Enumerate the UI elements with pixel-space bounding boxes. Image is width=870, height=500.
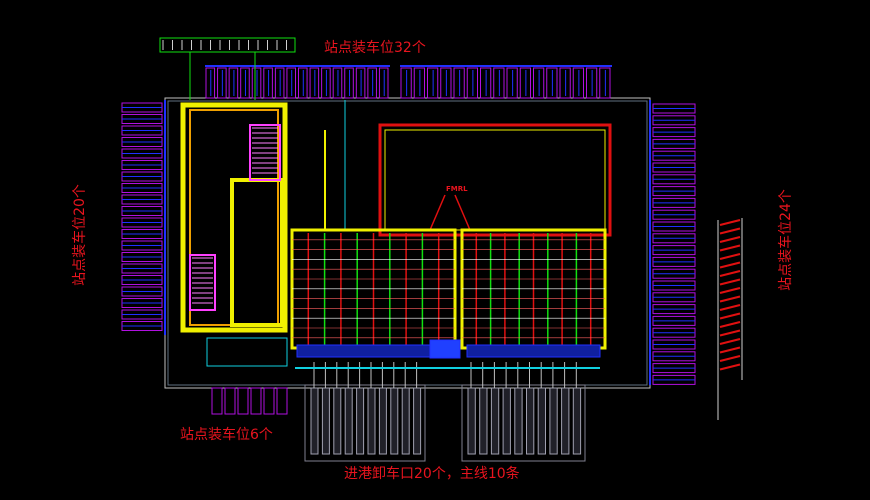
top-station-slot: [572, 67, 584, 99]
bottom-station-slot: [276, 387, 288, 415]
top-station-slot: [263, 67, 273, 99]
label-center-tag: FMRL: [446, 185, 468, 193]
left-sorter-sub-loop: [230, 178, 284, 327]
label-right-stations: 站点装车位24个: [777, 189, 794, 291]
bottom-station-slot: [224, 387, 236, 415]
unload-dock: [413, 387, 422, 455]
bottom-station-slot: [237, 387, 249, 415]
top-station-slot: [286, 67, 296, 99]
right-diagonal-station: [719, 219, 741, 226]
top-station-slot: [298, 67, 308, 99]
unload-dock: [378, 387, 387, 455]
bottom-station-slot: [211, 387, 223, 415]
grid-base: [466, 344, 601, 358]
top-station-slot: [400, 67, 412, 99]
top-station-slot: [251, 67, 262, 99]
unload-dock-block: [461, 384, 586, 462]
top-station-slot: [367, 67, 377, 99]
sorter-module-bottom: [189, 254, 216, 311]
unload-dock: [572, 387, 582, 455]
unload-dock-block: [304, 384, 426, 462]
top-station-slot: [453, 67, 465, 99]
top-station-slot: [519, 67, 531, 99]
label-unload-docks: 进港卸车口20个，主线10条: [344, 466, 520, 482]
unload-dock: [537, 387, 547, 455]
unload-dock: [467, 387, 476, 455]
unload-dock: [502, 387, 511, 455]
top-station-slot: [586, 67, 598, 99]
unload-dock: [479, 387, 488, 455]
top-station-slot: [413, 67, 425, 99]
top-station-slot: [466, 67, 478, 99]
top-station-slot: [440, 67, 452, 99]
main-red-loop: [378, 123, 612, 237]
label-bottom-left-stations: 站点装车位6个: [180, 427, 273, 443]
unload-dock: [514, 387, 523, 455]
right-diagonal-station: [719, 346, 741, 354]
right-diagonal-station: [719, 295, 741, 303]
top-station-slot: [378, 67, 389, 99]
right-diagonal-station: [719, 321, 741, 328]
main-yellow-loop: [384, 129, 606, 231]
top-station-slot: [546, 67, 558, 99]
sorter-module-top: [249, 124, 281, 181]
top-station-slot: [205, 67, 216, 99]
right-diagonal-station: [719, 227, 741, 235]
right-diagonal-station: [719, 338, 741, 345]
unload-dock: [367, 387, 376, 455]
right-diagonal-station: [719, 270, 741, 277]
top-station-slot: [240, 67, 250, 99]
top-station-slot: [599, 67, 611, 99]
unload-dock: [310, 387, 319, 455]
top-station-slot: [321, 67, 331, 99]
top-station-slot: [506, 67, 518, 99]
right-diagonal-station: [719, 287, 741, 294]
top-station-slot: [559, 67, 571, 99]
top-station-slot: [480, 67, 492, 99]
right-diagonal-station: [719, 304, 741, 311]
unload-dock: [344, 387, 353, 455]
bottom-station-slot: [263, 387, 275, 415]
right-diagonal-station: [719, 253, 741, 260]
unload-dock: [390, 387, 399, 455]
top-station-slot: [309, 67, 320, 99]
unload-dock: [490, 387, 500, 455]
top-station-slot: [344, 67, 354, 99]
building-inner-outline: [167, 100, 648, 386]
top-station-slot: [332, 67, 343, 99]
right-diagonal-station: [719, 244, 741, 252]
top-station-slot: [228, 67, 239, 99]
bottom-station-slot: [250, 387, 262, 415]
center-tag-pointer: [429, 194, 446, 231]
top-station-slot: [493, 67, 505, 99]
top-station-slot: [217, 67, 227, 99]
bottom-conveyor: [206, 337, 288, 367]
right-diagonal-station: [719, 278, 741, 286]
unload-dock: [526, 387, 535, 455]
right-diagonal-station: [719, 261, 741, 269]
center-tag-pointer: [454, 194, 471, 231]
unload-dock: [321, 387, 330, 455]
right-diagonal-station: [719, 312, 741, 320]
top-station-slot: [533, 67, 545, 99]
grid-base: [296, 344, 451, 358]
unload-dock: [356, 387, 365, 455]
right-diagonal-station: [719, 329, 741, 337]
top-station-slot: [355, 67, 366, 99]
label-left-stations: 站点装车位20个: [71, 184, 88, 286]
unload-dock: [333, 387, 342, 455]
unload-dock: [561, 387, 570, 455]
top-structure: [159, 37, 296, 53]
top-station-slot: [274, 67, 285, 99]
center-equipment: [429, 339, 461, 359]
unload-dock: [549, 387, 558, 455]
right-diagonal-station: [719, 236, 741, 243]
right-diagonal-station: [719, 363, 741, 371]
unload-dock: [401, 387, 410, 455]
left-sorter-loop: [180, 102, 288, 333]
right-diagonal-station: [719, 355, 741, 362]
label-top-stations: 站点装车位32个: [324, 40, 426, 56]
top-station-slot: [427, 67, 439, 99]
